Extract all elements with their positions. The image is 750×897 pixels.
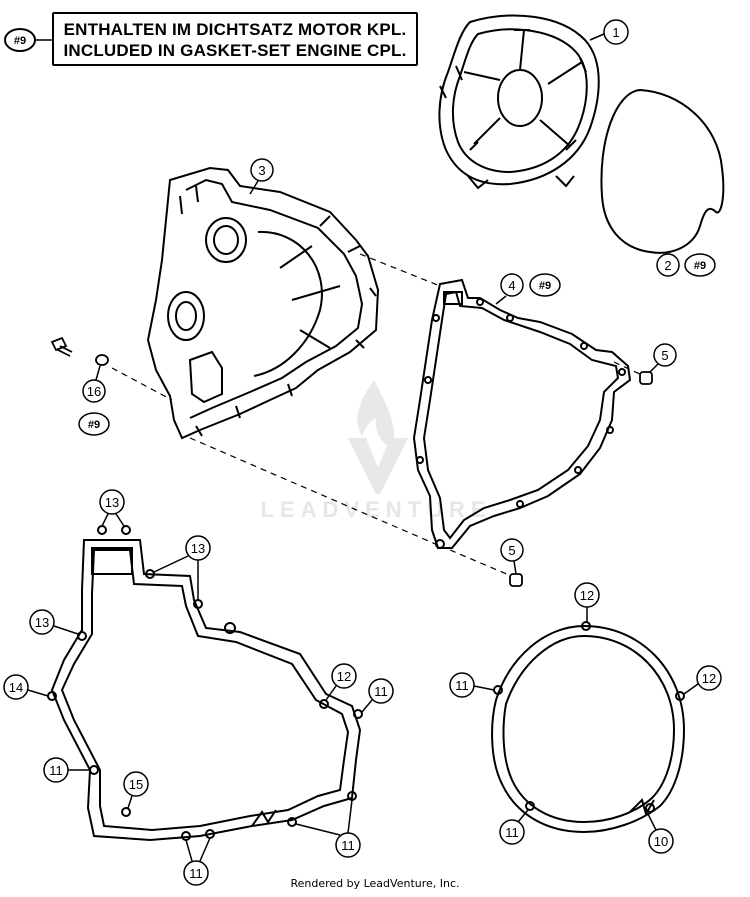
note-marker: #9 xyxy=(4,28,52,52)
svg-text:#9: #9 xyxy=(694,260,706,272)
part-2-cover-gasket xyxy=(600,88,725,254)
callout-11-right-upper: 11 xyxy=(361,678,394,713)
svg-text:11: 11 xyxy=(374,684,388,699)
gasket-large-lower-left xyxy=(47,525,363,842)
svg-text:11: 11 xyxy=(341,838,355,853)
svg-text:16: 16 xyxy=(87,384,101,399)
part-1-clutch-cover xyxy=(438,14,600,190)
part-5-dowel-pin-lower xyxy=(509,573,523,587)
svg-text:10: 10 xyxy=(654,834,668,849)
footer-credit: Rendered by LeadVenture, Inc. xyxy=(290,877,460,890)
gasket-set-note: ENTHALTEN IM DICHTSATZ MOTOR KPL. INCLUD… xyxy=(52,12,418,66)
callout-11-bottom-center: 11 xyxy=(183,837,211,886)
gasket-round-lower-right xyxy=(491,621,686,834)
svg-text:12: 12 xyxy=(702,671,716,686)
svg-text:11: 11 xyxy=(505,825,519,840)
callout-12-round-top: 12 xyxy=(574,582,600,622)
part-5-dowel-pin-upper xyxy=(639,371,653,385)
svg-text:11: 11 xyxy=(189,866,203,881)
svg-text:#9: #9 xyxy=(88,419,100,431)
svg-text:4: 4 xyxy=(508,278,515,293)
callout-11-round-left: 11 xyxy=(449,672,495,698)
part-16-screw xyxy=(50,336,109,366)
callout-4: 4 #9 xyxy=(495,273,561,305)
watermark-flame-icon xyxy=(348,380,408,494)
callout-3: 3 xyxy=(249,158,274,195)
note-line-english: INCLUDED IN GASKET-SET ENGINE CPL. xyxy=(63,41,407,60)
callout-15: 15 xyxy=(123,771,149,809)
watermark-text: LEADVENTURE xyxy=(260,497,492,522)
part-3-clutch-housing xyxy=(146,166,380,440)
callout-13-right: 13 xyxy=(153,535,211,600)
svg-text:5: 5 xyxy=(661,348,668,363)
svg-text:13: 13 xyxy=(35,615,49,630)
note-line-german: ENTHALTEN IM DICHTSATZ MOTOR KPL. xyxy=(63,20,407,39)
callout-12-left-gasket: 12 xyxy=(325,663,357,701)
svg-text:3: 3 xyxy=(258,163,265,178)
svg-text:5: 5 xyxy=(508,543,515,558)
svg-text:2: 2 xyxy=(664,258,671,273)
callout-5-upper: 5 xyxy=(649,343,677,373)
svg-text:#9: #9 xyxy=(539,280,551,292)
note-marker-label: #9 xyxy=(14,35,26,47)
callout-2: 2 #9 xyxy=(656,253,716,277)
svg-text:12: 12 xyxy=(580,588,594,603)
callout-14: 14 xyxy=(3,674,49,700)
callout-1: 1 xyxy=(589,19,629,45)
callout-5-lower: 5 xyxy=(500,538,524,575)
svg-text:12: 12 xyxy=(337,669,351,684)
callout-11-round-bottom: 11 xyxy=(499,809,529,845)
svg-text:13: 13 xyxy=(105,495,119,510)
svg-text:1: 1 xyxy=(612,25,619,40)
part-4-inner-gasket xyxy=(412,278,632,549)
callout-13-left: 13 xyxy=(29,609,79,635)
callout-16: 16 #9 xyxy=(78,365,110,436)
callout-12-round-right: 12 xyxy=(683,665,722,695)
svg-text:11: 11 xyxy=(49,763,63,778)
svg-text:13: 13 xyxy=(191,541,205,556)
callout-13-top: 13 xyxy=(99,489,125,527)
svg-text:14: 14 xyxy=(9,680,23,695)
callout-11-bottom-right: 11 xyxy=(295,799,361,858)
svg-text:11: 11 xyxy=(455,678,469,693)
svg-text:15: 15 xyxy=(129,777,143,792)
callout-10: 10 xyxy=(647,813,674,854)
callout-11-left-mid: 11 xyxy=(43,757,90,783)
